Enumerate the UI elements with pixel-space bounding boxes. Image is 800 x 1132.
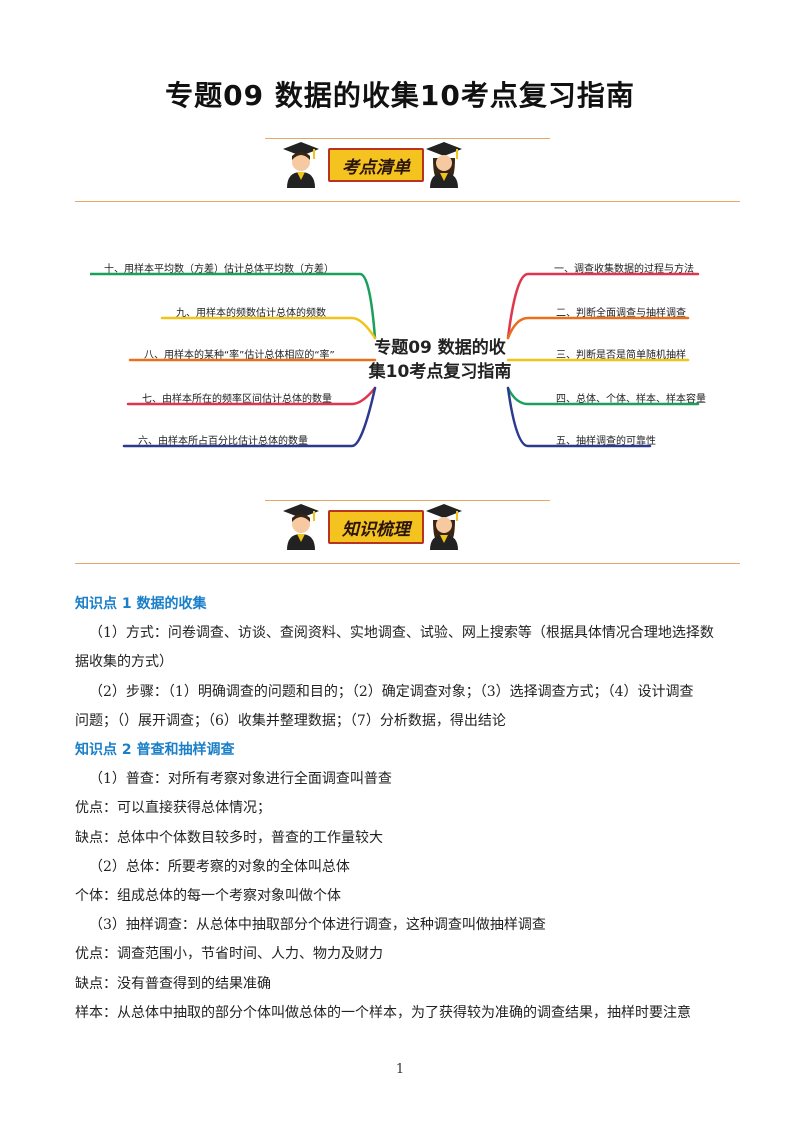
knowledge-label: 知识梳理	[328, 510, 424, 544]
mindmap-right-item-5: 五、抽样调查的可靠性	[556, 436, 656, 447]
graduate-girl-icon	[424, 140, 464, 188]
page-number: 1	[395, 1062, 405, 1077]
banner-divider-top	[265, 138, 550, 139]
kp2-line: （2）总体：所要考察的对象的全体叫总体	[89, 858, 350, 875]
page-title: 专题09 数据的收集10考点复习指南	[165, 79, 635, 112]
kp2-line: （3）抽样调查：从总体中抽取部分个体进行调查，这种调查叫做抽样调查	[89, 917, 546, 934]
kp1-paragraph-1-cont: 据收集的方式）	[75, 654, 173, 671]
mindmap-right-item-3: 三、判断是否是简单随机抽样	[556, 350, 686, 361]
kp1-paragraph-1: （1）方式：问卷调查、访谈、查阅资料、实地调查、试验、网上搜索等（根据具体情况合…	[89, 625, 714, 642]
banner-divider-bottom	[75, 201, 740, 202]
knowledge-point-2-title: 知识点 2 普查和抽样调查	[75, 742, 235, 759]
kp1-paragraph-2: （2）步骤：（1）明确调查的问题和目的；（2）确定调查对象；（3）选择调查方式；…	[89, 683, 694, 700]
checklist-label: 考点清单	[328, 148, 424, 182]
graduate-boy-icon	[281, 140, 321, 188]
graduate-girl-icon	[424, 502, 464, 550]
kp2-line: 缺点：总体中个体数目较多时，普查的工作量较大	[75, 829, 383, 846]
mindmap-left-item-10: 十、用样本平均数（方差）估计总体平均数（方差）	[104, 264, 334, 275]
center-line-1: 专题09 数据的收	[374, 338, 506, 358]
kp2-line: 优点：调查范围小，节省时间、人力、物力及财力	[75, 946, 383, 963]
kp2-line: 缺点：没有普查得到的结果准确	[75, 975, 271, 992]
kp2-line: 样本：从总体中抽取的部分个体叫做总体的一个样本，为了获得较为准确的调查结果，抽样…	[75, 1004, 691, 1021]
mindmap-right-branch	[506, 386, 652, 448]
mindmap-left-branch	[126, 386, 377, 406]
mindmap-right-item-2: 二、判断全面调查与抽样调查	[556, 308, 686, 319]
kp1-paragraph-2-cont: 问题；（）展开调查；（6）收集并整理数据；（7）分析数据，得出结论	[75, 712, 506, 729]
kp2-line: （1）普查：对所有考察对象进行全面调查叫普查	[89, 771, 392, 788]
mindmap-left-branch	[160, 316, 377, 340]
mindmap-right-branch	[506, 386, 700, 406]
graduate-boy-icon	[281, 502, 321, 550]
mindmap-center-title: 专题09 数据的收 集10考点复习指南	[360, 336, 520, 384]
banner-divider-bottom	[75, 563, 740, 564]
mindmap-right-branch	[506, 316, 690, 340]
topic-mindmap: 专题09 数据的收 集10考点复习指南 十、用样本平均数（方差）估计总体平均数（…	[90, 248, 710, 470]
banner-divider-top	[265, 500, 550, 501]
mindmap-left-item-9: 九、用样本的频数估计总体的频数	[176, 308, 326, 319]
mindmap-right-item-4: 四、总体、个体、样本、样本容量	[556, 394, 706, 405]
knowledge-point-1-title: 知识点 1 数据的收集	[75, 596, 207, 612]
mindmap-left-item-8: 八、用样本的某种“率”估计总体相应的“率”	[144, 350, 335, 361]
mindmap-left-item-7: 七、由样本所在的频率区间估计总体的数量	[142, 394, 332, 405]
mindmap-right-branch	[506, 272, 700, 340]
knowledge-banner: 知识梳理	[75, 500, 740, 580]
kp2-line: 个体：组成总体的每一个考察对象叫做个体	[75, 888, 341, 905]
kp2-line: 优点：可以直接获得总体情况；	[75, 800, 271, 817]
mindmap-left-branch	[122, 386, 377, 448]
knowledge-content: 知识点 1 数据的收集 （1）方式：问卷调查、访谈、查阅资料、实地调查、试验、网…	[75, 590, 735, 1028]
center-line-2: 集10考点复习指南	[368, 362, 512, 382]
mindmap-branches	[90, 272, 700, 448]
mindmap-left-item-6: 六、由样本所占百分比估计总体的数量	[138, 436, 308, 447]
checklist-banner: 考点清单	[75, 138, 740, 218]
mindmap-right-item-1: 一、调查收集数据的过程与方法	[554, 264, 694, 275]
mindmap-left-branch	[90, 272, 377, 340]
